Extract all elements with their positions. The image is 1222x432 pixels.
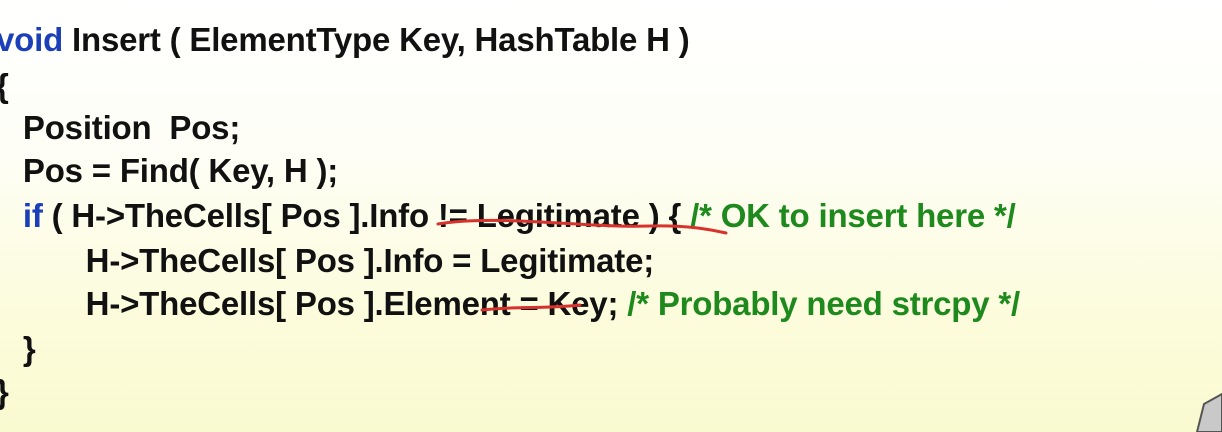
condition-suffix: ) { [639,197,691,234]
indent [0,197,23,234]
open-brace: { [0,67,9,104]
code-line-6: H->TheCells[ Pos ].Info = Legitimate; [0,241,655,281]
comment-strcpy: /* Probably need strcpy */ [627,285,1021,322]
close-brace-inner: } [22,330,36,367]
code-line-9: } [0,372,9,412]
function-signature: Insert ( ElementType Key, HashTable H ) [63,21,690,58]
condition-prefix: ( H->TheCells[ Pos ]. [42,197,370,234]
find-statement: Pos = Find( Key, H ); [0,152,339,189]
assign-element-suffix: = Key; [510,285,628,322]
struck-element-field: Element [383,285,511,322]
code-line-4: Pos = Find( Key, H ); [0,151,338,191]
underlined-condition: Info != Legitimate [369,197,640,234]
assign-element-prefix: H->TheCells[ Pos ]. [0,285,384,322]
keyword-if: if [22,197,43,234]
close-brace-outer: } [0,373,9,410]
code-line-1: void Insert ( ElementType Key, HashTable… [0,20,690,60]
page-corner-icon [1195,392,1222,432]
comment-ok-to-insert: /* OK to insert here */ [690,197,1016,234]
code-line-5: if ( H->TheCells[ Pos ].Info != Legitima… [0,196,1016,236]
code-line-7: H->TheCells[ Pos ].Element = Key; /* Pro… [0,284,1021,324]
assign-info-statement: H->TheCells[ Pos ].Info = Legitimate; [0,242,655,279]
code-line-3: Position Pos; [0,108,240,148]
code-line-2: { [0,66,9,106]
declaration-statement: Position Pos; [0,109,241,146]
keyword-void: void [0,21,64,58]
code-line-8: } [0,329,36,369]
